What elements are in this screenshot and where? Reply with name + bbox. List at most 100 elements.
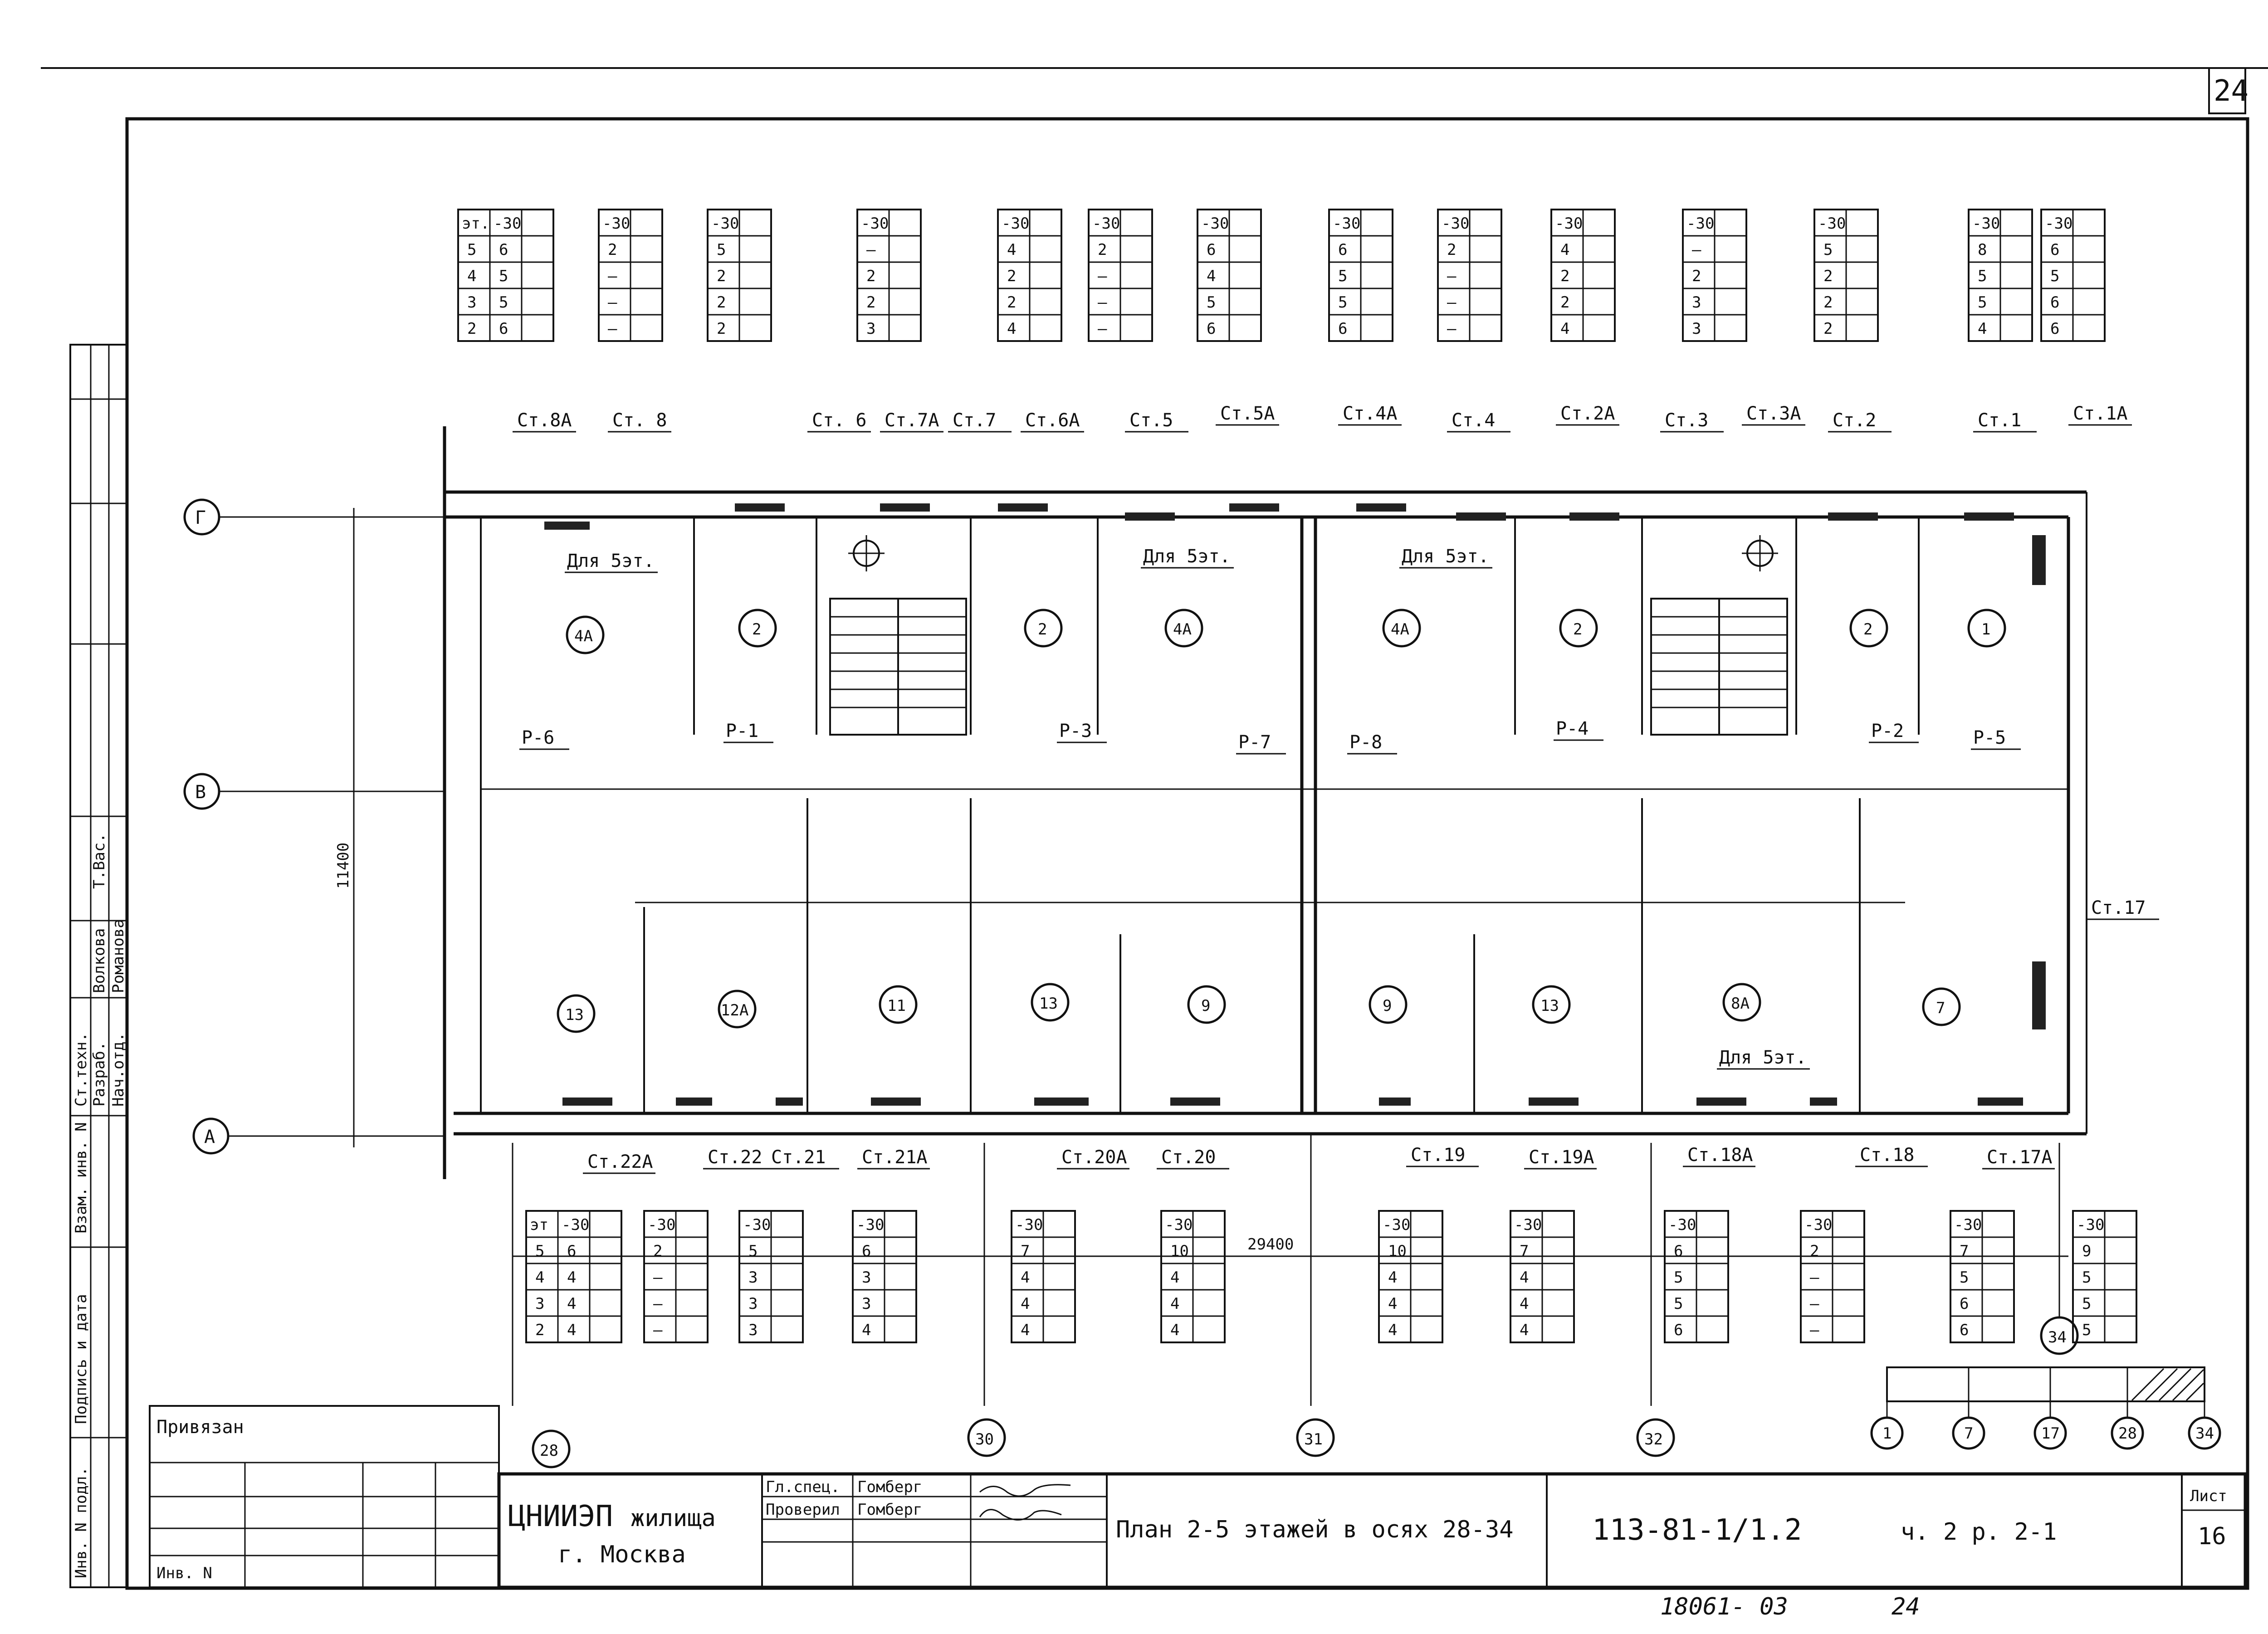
table-cell: 6: [1338, 320, 1347, 338]
room-number-marker: 2: [1024, 609, 1063, 648]
table-cell: 3: [748, 1295, 758, 1313]
table-cell: 2: [535, 1321, 544, 1339]
table-header-cell: -30: [1818, 215, 1846, 233]
table-cell: 6: [1674, 1242, 1683, 1260]
room-number: 4А: [574, 627, 593, 645]
riser-label-bottom: Ст.22А: [587, 1151, 653, 1172]
axis-v-label: В: [195, 782, 206, 803]
table-cell: 3: [1692, 320, 1701, 338]
table-cell: 6: [1960, 1295, 1969, 1313]
dim-horizontal: 29400: [1247, 1235, 1294, 1254]
riser-label-top: Ст.7А: [885, 410, 939, 431]
table-cell: 2: [608, 241, 617, 259]
riser-label-bottom: Ст.18: [1860, 1145, 1914, 1166]
note-for-5-floor: Для 5эт.: [1402, 546, 1489, 567]
riser-label-top: Ст. 8: [612, 410, 667, 431]
room-number-marker: 4А: [1164, 609, 1203, 648]
table-cell: 3: [748, 1321, 758, 1339]
table-cell: 5: [1823, 241, 1833, 259]
riser-table: -302–––: [598, 209, 663, 342]
table-cell: 2: [467, 320, 476, 338]
table-cell: –: [1098, 320, 1107, 338]
table-cell: 4: [1007, 241, 1016, 259]
room-number: 2: [1038, 620, 1047, 639]
room-number-marker: 2: [738, 609, 777, 648]
equipment-label: Р-8: [1349, 732, 1382, 753]
equipment-label: Р-1: [726, 721, 758, 741]
table-cell: 9: [2082, 1242, 2091, 1260]
table-cell: 5: [1674, 1295, 1683, 1313]
room-number-marker: 2: [1559, 609, 1598, 648]
room-number-marker: 9: [1369, 985, 1408, 1024]
room-number-marker: 7: [1922, 987, 1961, 1026]
room-number-marker: 13: [1532, 985, 1571, 1024]
axis-34-label: 34: [2048, 1328, 2067, 1346]
table-cell: 2: [1447, 241, 1456, 259]
signature-2: [979, 1509, 1062, 1521]
riser-label-bottom: Ст.21А: [862, 1147, 928, 1168]
table-cell: –: [1098, 267, 1107, 285]
table-cell: 4: [1170, 1321, 1179, 1339]
riser-label-top: Ст.3: [1665, 410, 1708, 431]
riser-label-bottom: Ст.18А: [1687, 1145, 1753, 1166]
room-number: 13: [565, 1006, 584, 1024]
signature-1: [979, 1484, 1071, 1497]
key-plan-axis-marker: 1: [1870, 1401, 1904, 1450]
equipment-label: Р-3: [1059, 721, 1092, 741]
axis-markers: Г В А 11400 29400 28 30 31: [183, 498, 2079, 1468]
stamp-vzam-inv: Взам. инв. N: [72, 1122, 90, 1234]
page-corner-number: 24: [2214, 74, 2248, 108]
table-header-cell: -30: [1686, 215, 1714, 233]
table-cell: 6: [499, 320, 508, 338]
sheet-number: 16: [2198, 1523, 2226, 1550]
table-cell: 5: [499, 293, 508, 312]
riser-table: -302–––: [643, 1210, 709, 1343]
table-cell: 4: [1560, 320, 1569, 338]
axis-g-marker: Г: [183, 498, 220, 536]
riser-label-top: Ст.2: [1833, 410, 1876, 431]
table-cell: 7: [1960, 1242, 1969, 1260]
table-cell: 6: [499, 241, 508, 259]
table-cell: –: [1810, 1268, 1819, 1287]
room-number: 12А: [721, 1001, 748, 1019]
table-cell: –: [653, 1321, 663, 1339]
stair-left: [829, 598, 967, 736]
table-header-cell: -30: [1201, 215, 1229, 233]
table-header-cell: -30: [1442, 215, 1469, 233]
key-plan-axis-marker: 34: [2188, 1401, 2221, 1450]
table-cell: 2: [1560, 267, 1569, 285]
table-cell: 3: [1692, 293, 1701, 312]
table-cell: 4: [1388, 1295, 1397, 1313]
equipment-label: Р-5: [1973, 727, 2006, 748]
room-number: 7: [1936, 999, 1945, 1017]
table-cell: 2: [1007, 267, 1016, 285]
axis-a-marker: А: [192, 1117, 230, 1155]
table-cell: 4: [1170, 1268, 1179, 1287]
notes: Для 5эт.Для 5эт.Для 5эт.Для 5эт.: [565, 546, 1810, 1070]
room-number-marker: 4А: [1382, 609, 1421, 648]
riser-label-top: Ст.1А: [2073, 403, 2127, 424]
equipment-label: Р-7: [1238, 732, 1271, 753]
table-cell: 5: [748, 1242, 758, 1260]
room-number-marker: 8А: [1722, 983, 1761, 1022]
table-cell: 5: [1207, 293, 1216, 312]
riser-table: -302–––: [1088, 209, 1153, 342]
riser-table: -302–––: [1437, 209, 1502, 342]
room-number: 13: [1540, 997, 1559, 1015]
table-cell: 5: [2082, 1295, 2091, 1313]
key-plan-axis-marker: 7: [1952, 1401, 1985, 1450]
org-subtitle: жилища: [631, 1505, 716, 1532]
table-cell: 4: [467, 267, 476, 285]
axis-g-label: Г: [195, 507, 206, 528]
